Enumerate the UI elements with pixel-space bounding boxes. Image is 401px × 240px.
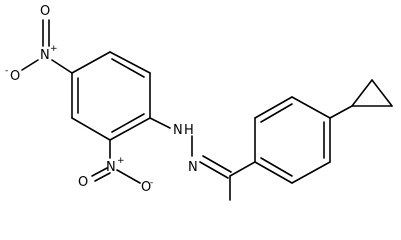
nitro-top-oxygen-single: O (10, 69, 20, 84)
hydrazone-linkage: N H N (149, 117, 232, 179)
nitro-top-oxygen-charge: - (5, 66, 8, 76)
molecule-structure-drawing: O N + O - O N + O - N H N (5, 4, 393, 201)
ring-to-cyclopropyl-bond (329, 105, 353, 119)
nitro-top-nitrogen-charge: + (50, 44, 58, 54)
nitro-bottom-oxygen-double: O (78, 175, 88, 190)
nitro-top-single-bond (21, 59, 39, 71)
n-c-double-bond-1 (199, 161, 229, 179)
phenyl-ring (254, 96, 331, 184)
ring-a-bond-1 (109, 51, 151, 74)
nitro-bottom-single-bond (116, 169, 141, 184)
ring-b-bond-3 (291, 96, 331, 119)
cyclopropyl-bond-2 (371, 79, 393, 107)
n-c-double-bond-2 (202, 155, 232, 173)
ring-a-double-2 (111, 113, 145, 133)
ring-a-bond-4 (71, 117, 111, 141)
nitro-top-ring-bond (51, 59, 73, 74)
cyclopropyl-group (329, 79, 393, 119)
nitro-bottom-nitrogen: N (106, 160, 116, 175)
ring-b-bond-6 (254, 161, 293, 184)
ring-b-double-3 (260, 157, 293, 177)
nitro-top-nitrogen: N (40, 48, 50, 63)
ring-b-bond-2 (254, 96, 293, 119)
nitro-bottom-oxygen-charge: - (150, 178, 153, 188)
ring-b-bond-5 (291, 161, 331, 184)
ring-a-bond-6 (71, 51, 111, 74)
nitro-top-oxygen-double: O (40, 4, 50, 19)
amine-nitrogen: N (173, 123, 183, 138)
nitro-bottom-double-bond-1 (91, 167, 108, 177)
cyclopropyl-bond-1 (351, 79, 373, 107)
amine-hydrogen: H (184, 123, 194, 138)
ring-a-bond-3 (109, 117, 151, 141)
imine-carbon-group (229, 161, 256, 201)
nitro-bottom-nitrogen-charge: + (117, 156, 125, 166)
ring-a-double-1 (111, 58, 145, 78)
hydrazone-nitrogen: N (188, 160, 198, 175)
imine-to-ring-bond (229, 161, 256, 177)
nitro-bottom-double-bond-2 (94, 172, 111, 182)
ring-b-double-1 (260, 103, 293, 123)
nitro-bottom-oxygen-single: O (141, 180, 151, 195)
nitro-group-bottom: O N + O - (78, 139, 153, 195)
ring-to-nh-bond (149, 117, 171, 129)
molecule-svg: O N + O - O N + O - N H N (5, 4, 393, 201)
nitro-group-top: O N + O - (5, 4, 73, 84)
dinitrophenyl-ring (71, 51, 151, 141)
